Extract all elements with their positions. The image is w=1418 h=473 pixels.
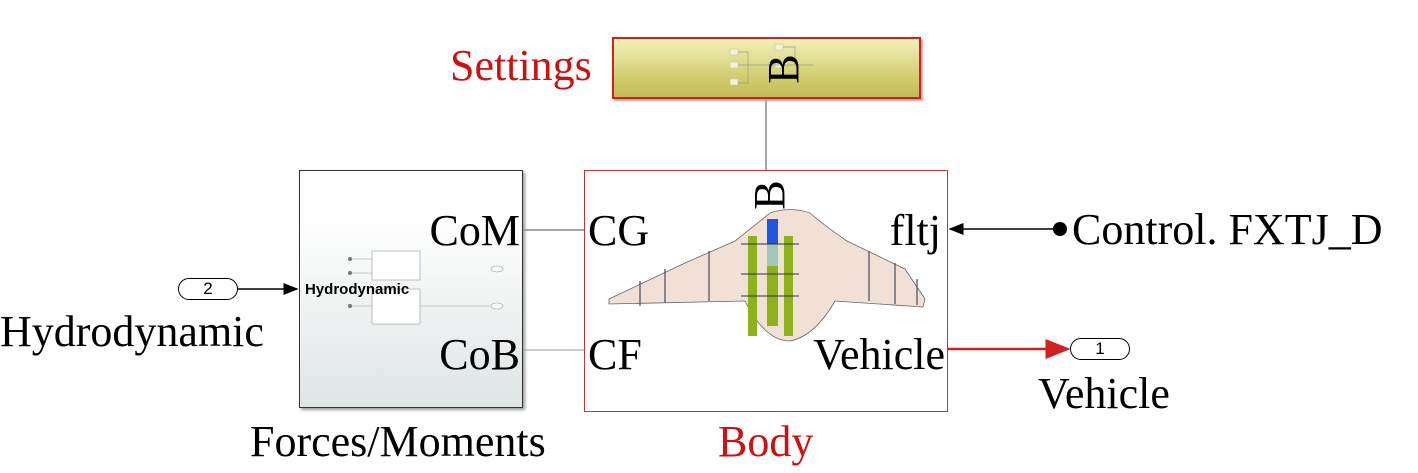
port-vehicle: Vehicle (813, 330, 945, 379)
inport-2[interactable]: 2 (178, 278, 238, 300)
port-cg: CG (588, 206, 650, 255)
body-port-b: B (745, 180, 794, 210)
inport-label: Hydrodynamic (0, 307, 264, 356)
hydrodynamic-inner-label: Hydrodynamic (305, 281, 410, 298)
port-cf: CF (588, 330, 642, 379)
port-fltj: fltj (889, 206, 941, 255)
from-signal-dot (1053, 222, 1067, 236)
settings-block[interactable]: B (612, 37, 921, 99)
settings-label: Settings (450, 41, 592, 90)
forces-moments-block[interactable]: Hydrodynamic CoM CoB (299, 170, 523, 408)
body-block[interactable]: B CG fltj CF Vehicle (584, 170, 948, 412)
vehicle-glider-image (608, 209, 926, 342)
body-label: Body (718, 417, 814, 466)
subsystem-thumbnail-icon (729, 43, 814, 86)
settings-port-b: B (759, 54, 808, 84)
port-cob: CoB (439, 330, 520, 379)
forces-moments-label: Forces/Moments (250, 417, 546, 466)
outport-label: Vehicle (1038, 369, 1170, 418)
from-signal-label: Control. FXTJ_D (1072, 205, 1383, 254)
subsystem-thumbnail-icon (348, 250, 504, 325)
outport-1[interactable]: 1 (1070, 338, 1130, 360)
port-com: CoM (429, 206, 520, 255)
